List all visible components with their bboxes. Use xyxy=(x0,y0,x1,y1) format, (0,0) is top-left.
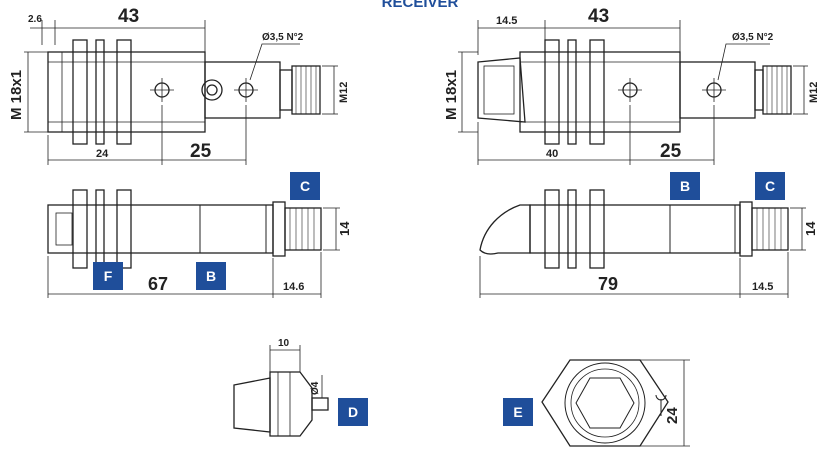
right-side-view xyxy=(479,189,806,298)
dim-14-6: 14.6 xyxy=(283,281,304,293)
left-top-view xyxy=(24,20,338,165)
dim-67: 67 xyxy=(148,274,168,294)
badge-b-left: B xyxy=(196,262,226,290)
dim-40: 40 xyxy=(546,148,558,160)
dim-14-left: 14 xyxy=(337,221,352,236)
badge-f: F xyxy=(93,262,123,290)
dim-14-right: 14 xyxy=(803,221,818,236)
dim-pin: Ø4 xyxy=(310,381,321,395)
detail-d-view xyxy=(233,345,329,437)
dim-14-5-side: 14.5 xyxy=(752,281,773,293)
dim-25-left: 25 xyxy=(190,141,212,162)
detail-e-view xyxy=(541,359,690,447)
left-side-view xyxy=(47,189,340,298)
badge-e: E xyxy=(503,398,533,426)
dim-2-6: 2.6 xyxy=(28,14,42,25)
dim-79: 79 xyxy=(598,274,618,294)
dim-43-left: 43 xyxy=(118,6,139,27)
hole-note-left: Ø3,5 N°2 xyxy=(262,32,304,43)
dim-25-right: 25 xyxy=(660,141,682,162)
badge-b-right: B xyxy=(670,172,700,200)
dim-10: 10 xyxy=(278,338,290,349)
badge-d: D xyxy=(338,398,368,426)
connector-right: M12 xyxy=(808,82,818,103)
badge-c-left: C xyxy=(290,172,320,200)
hole-note-right: Ø3,5 N°2 xyxy=(732,32,774,43)
dim-43-right: 43 xyxy=(588,6,609,27)
thread-left: M 18x1 xyxy=(8,70,25,120)
dim-24: 24 xyxy=(96,148,109,160)
view-title: RECEIVER xyxy=(381,0,459,11)
wrench-size: 24 xyxy=(664,407,681,424)
thread-right: M 18x1 xyxy=(443,70,460,120)
right-top-view xyxy=(458,20,808,165)
connector-left: M12 xyxy=(338,82,350,103)
badge-c-right: C xyxy=(755,172,785,200)
dim-14-5-top: 14.5 xyxy=(496,15,517,27)
